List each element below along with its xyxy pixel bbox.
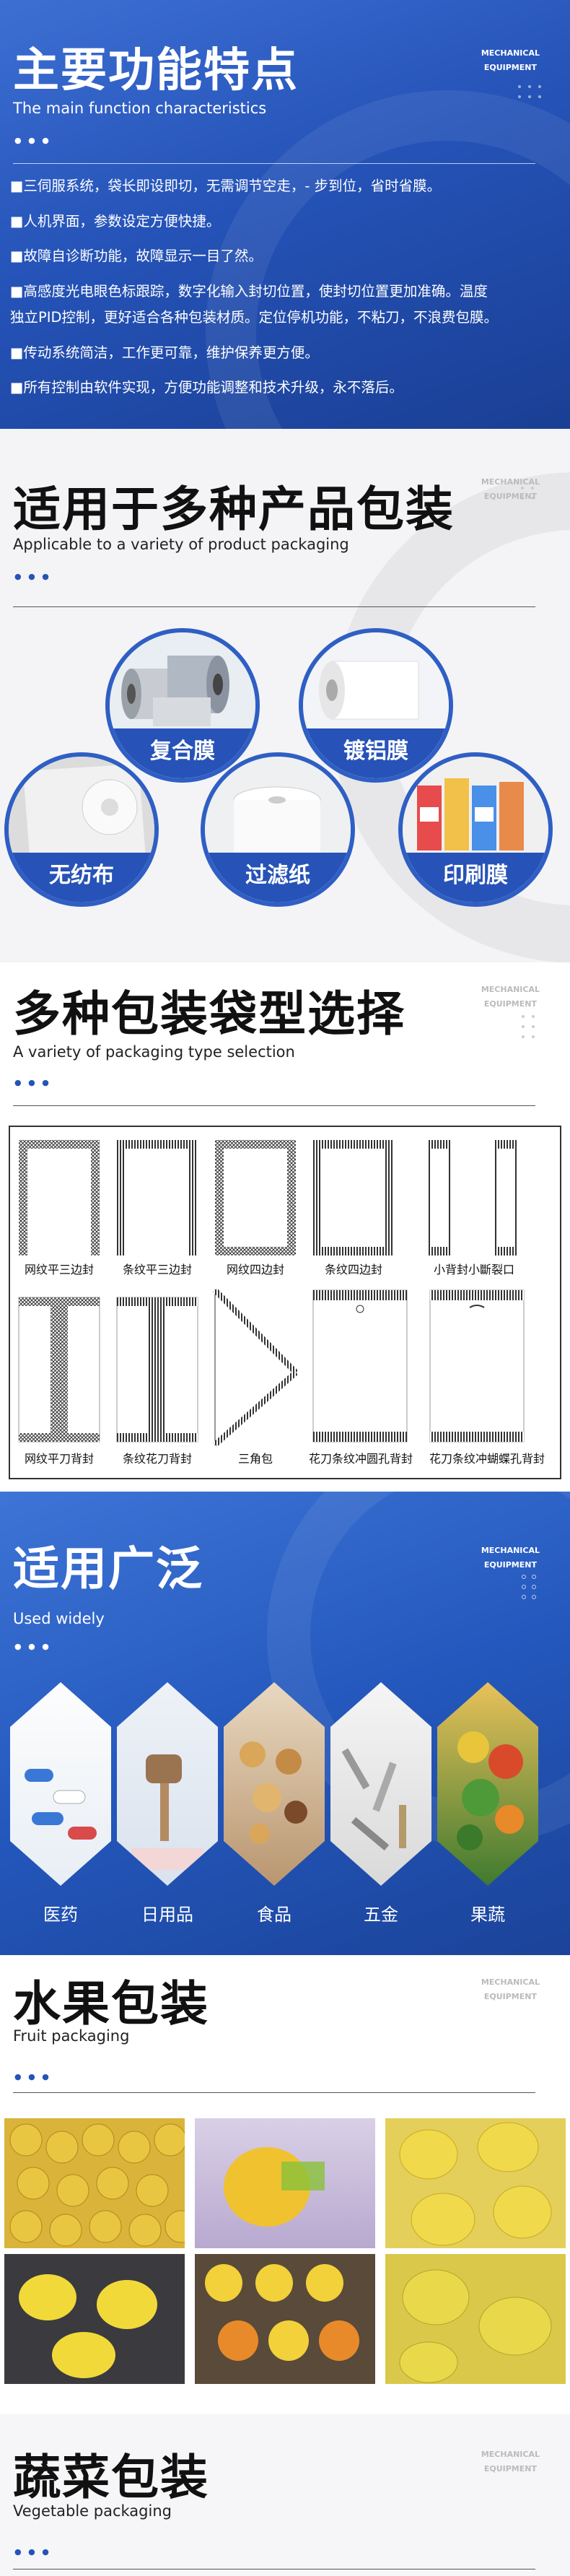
dots-decoration: ● ● ● — [14, 136, 51, 145]
product-composite-film: 复合膜 — [105, 628, 260, 783]
usage-title: 适用广泛 — [13, 1543, 203, 1596]
divider — [13, 2092, 535, 2093]
bag-label: 小背封小斷裂口 — [433, 1263, 514, 1276]
veg-subtitle: Vegetable packaging — [13, 2502, 172, 2520]
product-filter-paper: 过滤纸 — [201, 752, 355, 907]
bag-mesh-back-seal — [18, 1297, 100, 1443]
feature-item: ■所有控制由软件实现，方便功能调整和技术升级，永不落后。 — [10, 379, 403, 396]
bag-stripe-four-side — [313, 1140, 394, 1256]
dot-grid-decoration — [522, 1015, 535, 1038]
feature-item: 独立PID控制，更好适合各种包装材质。定位停机功能，不粘刀，不浪费包膜。 — [10, 309, 499, 326]
usage-label: 五金 — [364, 1905, 398, 1925]
product-label: 无纺布 — [9, 853, 154, 902]
bag-round-hole — [312, 1289, 408, 1443]
divider — [13, 163, 535, 164]
dots-decoration: ● ● ● — [14, 1078, 51, 1087]
usage-medicine-image — [10, 1682, 111, 1886]
bag-label: 网纹四边封 — [226, 1263, 284, 1276]
feature-list: ■三伺服系统，袋长即设即切，无需调节空走，- 步到位，省时省膜。 ■人机界面，参… — [10, 173, 558, 401]
products-title: 适用于多种产品包装 — [13, 482, 455, 537]
product-nonwoven: 无纺布 — [4, 752, 159, 907]
products-section: 适用于多种产品包装 Applicable to a variety of pro… — [0, 429, 570, 962]
feature-item: ■故障自诊断功能，故障显示一目了然。 — [10, 248, 263, 264]
divider — [13, 606, 535, 607]
dots-decoration: ● ● ● — [14, 1642, 51, 1651]
feature-item: ■三伺服系统，袋长即设即切，无需调节空走，- 步到位，省时省膜。 — [10, 178, 442, 194]
fruit-subtitle: Fruit packaging — [13, 2027, 130, 2045]
bag-label: 条纹平三边封 — [122, 1263, 192, 1276]
bag-small-back-seal — [427, 1140, 518, 1256]
usage-hardware-image — [330, 1682, 431, 1886]
usage-food-image — [224, 1682, 325, 1886]
bag-label: 网纹平三边封 — [24, 1263, 94, 1276]
bag-mesh-three-side — [19, 1140, 100, 1256]
bag-label: 花刀条纹冲圆孔背封 — [308, 1452, 413, 1466]
dots-decoration: ● ● ● — [14, 572, 51, 581]
feature-item: ■人机界面，参数设定方便快捷。 — [10, 212, 221, 230]
bag-butterfly-hole — [429, 1289, 525, 1443]
bag-label: 花刀条纹冲蝴蝶孔背封 — [429, 1452, 545, 1466]
product-label: 过滤纸 — [205, 853, 351, 902]
bag-stripe-back-seal — [116, 1297, 198, 1443]
divider — [13, 2569, 535, 2570]
bagtypes-subtitle: A variety of packaging type selection — [13, 1043, 295, 1061]
divider — [13, 1105, 535, 1106]
usage-daily-goods-image — [117, 1682, 218, 1886]
veg-title: 蔬菜包装 — [13, 2450, 209, 2505]
bag-label: 三角包 — [237, 1452, 273, 1466]
fruit-photo-4 — [4, 2254, 185, 2384]
usage-label: 果蔬 — [470, 1905, 505, 1925]
usage-label: 食品 — [257, 1905, 291, 1925]
products-subtitle: Applicable to a variety of product packa… — [13, 536, 349, 553]
fruit-photo-2 — [195, 2118, 375, 2248]
fruit-title: 水果包装 — [13, 1976, 209, 2032]
product-label: 印刷膜 — [403, 853, 548, 902]
features-title: 主要功能特点 — [13, 44, 299, 97]
bag-types-panel: 网纹平三边封 条纹平三边封 网纹四边封 条纹四边封 小背封小斷裂口 网纹平刀背封… — [9, 1126, 561, 1479]
features-subtitle: The main function characteristics — [13, 100, 267, 117]
fruit-photo-3 — [385, 2118, 566, 2248]
feature-item: ■传动系统简洁，工作更可靠，维护保养更方便。 — [10, 344, 319, 361]
feature-item: ■高感度光电眼色标跟踪，数字化输入封切位置，使封切位置更加准确。温度 — [10, 282, 488, 300]
bag-mesh-four-side — [215, 1140, 296, 1256]
product-aluminized-film: 镀铝膜 — [299, 628, 453, 783]
product-printed-film: 印刷膜 — [398, 752, 553, 907]
usage-label: 日用品 — [141, 1905, 193, 1925]
dots-decoration: ● ● ● — [14, 2547, 51, 2557]
bagtypes-section: 多种包装袋型选择 A variety of packaging type sel… — [0, 962, 570, 1492]
dots-decoration: ● ● ● — [14, 2072, 51, 2081]
fruit-photo-5 — [195, 2254, 375, 2384]
bag-diagrams — [18, 1140, 525, 1447]
bag-stripe-three-side — [117, 1140, 198, 1256]
features-section: 主要功能特点 The main function characteristics… — [0, 0, 570, 429]
bag-triangle — [213, 1288, 298, 1447]
bag-label: 网纹平刀背封 — [24, 1452, 94, 1466]
bag-label: 条纹花刀背封 — [122, 1452, 192, 1466]
usage-label: 医药 — [43, 1905, 78, 1925]
background-arc-decoration — [206, 85, 570, 429]
fruit-photo-6 — [385, 2254, 566, 2384]
usage-subtitle: Used widely — [13, 1610, 105, 1627]
bag-label: 条纹四边封 — [324, 1263, 382, 1276]
bagtypes-title: 多种包装袋型选择 — [13, 986, 405, 1042]
fruit-photo-1 — [4, 2118, 185, 2248]
usage-produce-image — [437, 1682, 538, 1886]
